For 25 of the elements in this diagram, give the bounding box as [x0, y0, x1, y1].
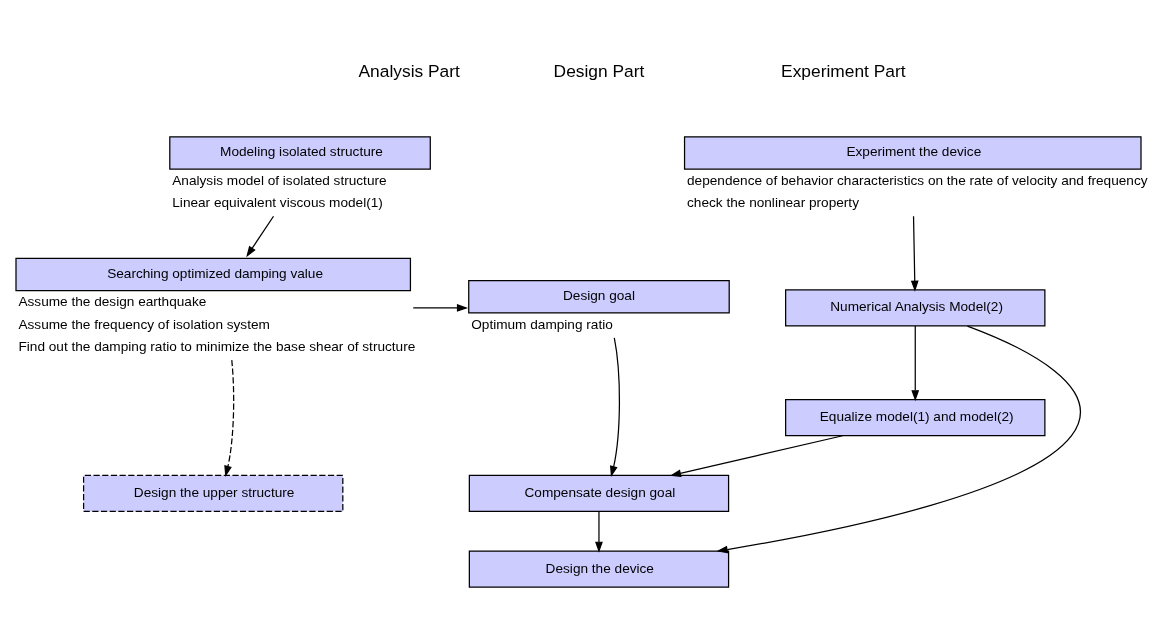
node-label: check the nonlinear property	[687, 195, 859, 211]
node-label: Linear equivalent viscous model(1)	[172, 195, 383, 211]
label: Design Part	[553, 60, 645, 81]
arrow	[911, 325, 920, 402]
arrow	[669, 435, 844, 478]
arrow	[412, 304, 469, 312]
node-box: Compensate design goal	[468, 474, 730, 512]
node-label: Assume the design earthquake	[18, 294, 207, 310]
node-box: Numerical Analysis Model(2)	[785, 289, 1046, 327]
node-label: Assume the frequency of isolation system	[18, 316, 270, 332]
node-box: Design the device	[468, 550, 730, 588]
arrow	[716, 325, 1082, 554]
arrow	[595, 511, 603, 553]
arrow	[910, 215, 919, 292]
label: Experiment Part	[781, 60, 906, 81]
node-label: Optimum damping ratio	[471, 316, 613, 332]
arrow	[610, 337, 621, 478]
label: Analysis Part	[358, 60, 460, 81]
node-label: dependence of behavior characteristics on the rate of velocity and frequency	[687, 172, 1148, 188]
node-label: Analysis model of isolated structure	[172, 172, 387, 188]
node-box: Design the upper structure	[82, 474, 344, 512]
node-label: Find out the damping ratio to minimize the base shear of structure	[18, 339, 416, 355]
node-box: Equalize model(1) and model(2)	[785, 399, 1046, 437]
arrow	[246, 215, 275, 258]
arrow	[224, 359, 235, 477]
